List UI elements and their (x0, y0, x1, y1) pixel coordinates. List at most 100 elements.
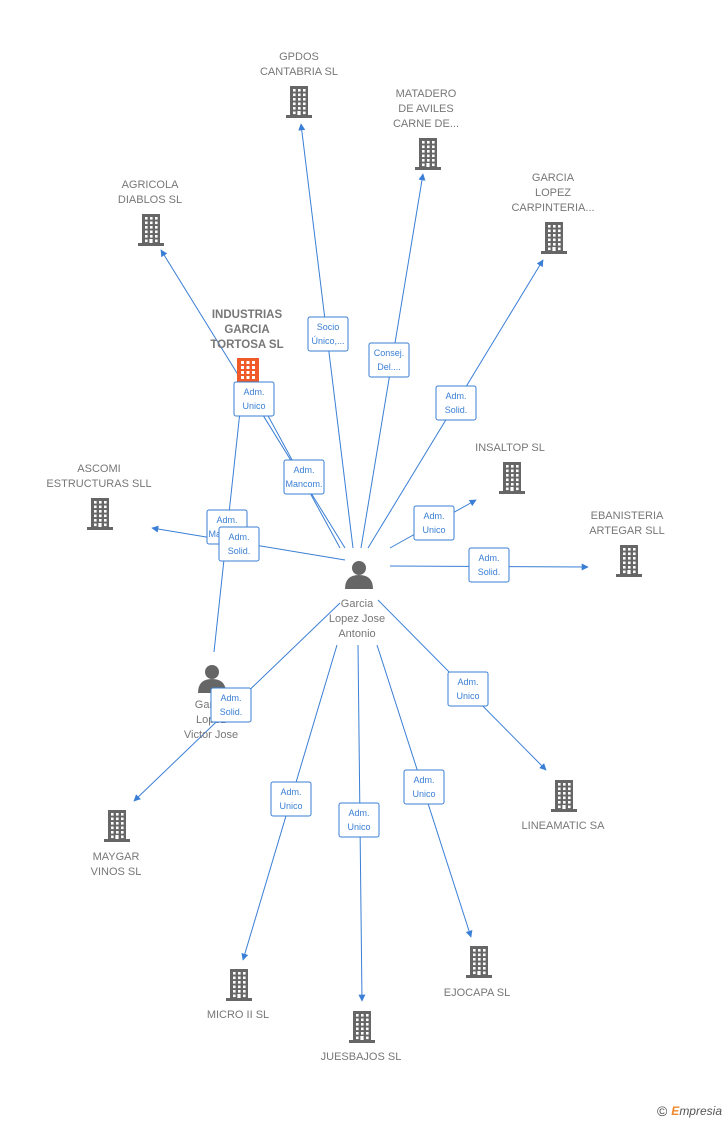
edge-label-box (338, 802, 380, 838)
building-icon-matadero[interactable] (415, 138, 441, 170)
edge-label-box (307, 316, 349, 352)
building-icon-agricola[interactable] (138, 214, 164, 246)
node-label-line: INDUSTRIAS (212, 309, 283, 321)
edge-label-text: Adm. (478, 553, 499, 563)
node-label-micro: MICRO II SL (207, 1009, 269, 1021)
building-icon-ejocapa[interactable] (466, 946, 492, 978)
edge-label-text: Adm. (423, 511, 444, 521)
node-label-line: LOPEZ (535, 187, 571, 199)
node-label-line: Garcia (341, 598, 374, 610)
edge-label-text: Unico (422, 525, 445, 535)
edge-label-text: Solid. (478, 567, 501, 577)
edge-label-center-ebanisteria[interactable]: Adm. Solid. (468, 547, 510, 583)
node-label-line: Victor Jose (184, 729, 238, 741)
edge-label-text: Unico (242, 401, 265, 411)
node-label-line: EBANISTERIA (591, 510, 664, 522)
edge-label-text: Adm. (445, 391, 466, 401)
node-label-line: AGRICOLA (122, 179, 180, 191)
edge-label-person2-industrias[interactable]: Adm. Solid. (218, 526, 260, 562)
person-icon-center[interactable] (345, 561, 373, 589)
node-label-line: ARTEGAR SLL (589, 525, 665, 537)
building-icon-insaltop[interactable] (499, 462, 525, 494)
edge-label-text: Único,... (311, 336, 344, 346)
edge-label-box (283, 459, 325, 495)
edge-label-text: Adm. (293, 465, 314, 475)
edge-labels-layer: SocioÚnico,...Consej.Del....Adm.Solid.Ad… (206, 316, 510, 838)
edge-label-text: Unico (412, 789, 435, 799)
edge-label-text: Adm. (220, 693, 241, 703)
node-label-line: VINOS SL (91, 866, 142, 878)
person-icon-person2[interactable] (198, 665, 226, 693)
node-label-line: ASCOMI (77, 463, 120, 475)
edge-label-text: Mancom. (285, 479, 322, 489)
building-icon-micro[interactable] (226, 969, 252, 1001)
building-icon-lineamatic[interactable] (551, 780, 577, 812)
edge-label-box (468, 547, 510, 583)
node-label-ejocapa: EJOCAPA SL (444, 987, 510, 999)
edge-label-text: Del.... (377, 362, 401, 372)
building-icon-garcialopez[interactable] (541, 222, 567, 254)
edge-label-center-ejocapa[interactable]: Adm. Unico (403, 769, 445, 805)
edge-label-box (233, 381, 275, 417)
edge-label-center-micro[interactable]: Adm.Unico (270, 781, 312, 817)
edge-label-text: Solid. (228, 546, 251, 556)
node-label-line: GPDOS (279, 51, 319, 63)
edge-label-center-industrias[interactable]: Adm. Unico (233, 381, 275, 417)
edge-label-text: Adm. (216, 515, 237, 525)
edge-label-center-maygar[interactable]: Adm. Solid. (210, 687, 252, 723)
edge-label-text: Adm. (457, 677, 478, 687)
edge-label-text: Adm. (228, 532, 249, 542)
building-icon-ebanisteria[interactable] (616, 545, 642, 577)
node-label-industrias: INDUSTRIAS GARCIA TORTOSA SL (210, 309, 283, 351)
node-label-line: LINEAMATIC SA (522, 820, 606, 832)
node-label-garcialopez: GARCIA LOPEZ CARPINTERIA... (511, 172, 594, 214)
node-label-line: Antonio (338, 628, 375, 640)
building-icon-gpdos[interactable] (286, 86, 312, 118)
edge-label-center-garcialopez[interactable]: Adm. Solid. (435, 385, 477, 421)
edge-label-center-insaltop[interactable]: Adm. Unico (413, 505, 455, 541)
edge-label-center-agricola[interactable]: Adm. Mancom. (283, 459, 325, 495)
node-label-gpdos: GPDOS CANTABRIA SL (260, 51, 338, 78)
edge-label-center-gpdos[interactable]: SocioÚnico,... (307, 316, 349, 352)
node-label-line: GARCIA (532, 172, 575, 184)
edge-label-box (403, 769, 445, 805)
edge-label-text: Consej. (374, 348, 405, 358)
building-icon-juesbajos[interactable] (349, 1011, 375, 1043)
copyright-symbol: © (656, 1103, 668, 1119)
node-label-line: EJOCAPA SL (444, 987, 510, 999)
node-label-line: ESTRUCTURAS SLL (46, 478, 151, 490)
node-label-lineamatic: LINEAMATIC SA (522, 820, 606, 832)
edge-label-box (435, 385, 477, 421)
edge-label-text: Socio (317, 322, 340, 332)
brand-name: mpresia (679, 1104, 722, 1118)
edge-label-center-lineamatic[interactable]: Adm.Unico (447, 671, 489, 707)
edge-label-box (368, 342, 410, 378)
edge-label-text: Unico (279, 801, 302, 811)
node-label-line: TORTOSA SL (210, 339, 283, 351)
node-label-ebanisteria: EBANISTERIA ARTEGAR SLL (589, 510, 665, 537)
node-label-line: CARPINTERIA... (511, 202, 594, 214)
edge-label-center-juesbajos[interactable]: Adm.Unico (338, 802, 380, 838)
node-label-line: MICRO II SL (207, 1009, 269, 1021)
brand-logo[interactable]: Empresia (671, 1104, 722, 1118)
edge-label-text: Solid. (445, 405, 468, 415)
node-label-line: CANTABRIA SL (260, 66, 338, 78)
edge-label-text: Adm. (413, 775, 434, 785)
node-label-line: Lopez Jose (329, 613, 385, 625)
edge-label-center-matadero[interactable]: Consej. Del.... (368, 342, 410, 378)
node-label-line: MAYGAR (93, 851, 140, 863)
brand-initial: E (671, 1104, 680, 1118)
building-icon-industrias[interactable] (237, 358, 259, 382)
edge-label-text: Solid. (220, 707, 243, 717)
node-label-ascomi: ASCOMI ESTRUCTURAS SLL (46, 463, 151, 490)
node-label-line: JUESBAJOS SL (321, 1051, 402, 1063)
node-label-line: GARCIA (224, 324, 269, 336)
building-icon-ascomi[interactable] (87, 498, 113, 530)
edge-label-text: Adm. (243, 387, 264, 397)
building-icon-maygar[interactable] (104, 810, 130, 842)
